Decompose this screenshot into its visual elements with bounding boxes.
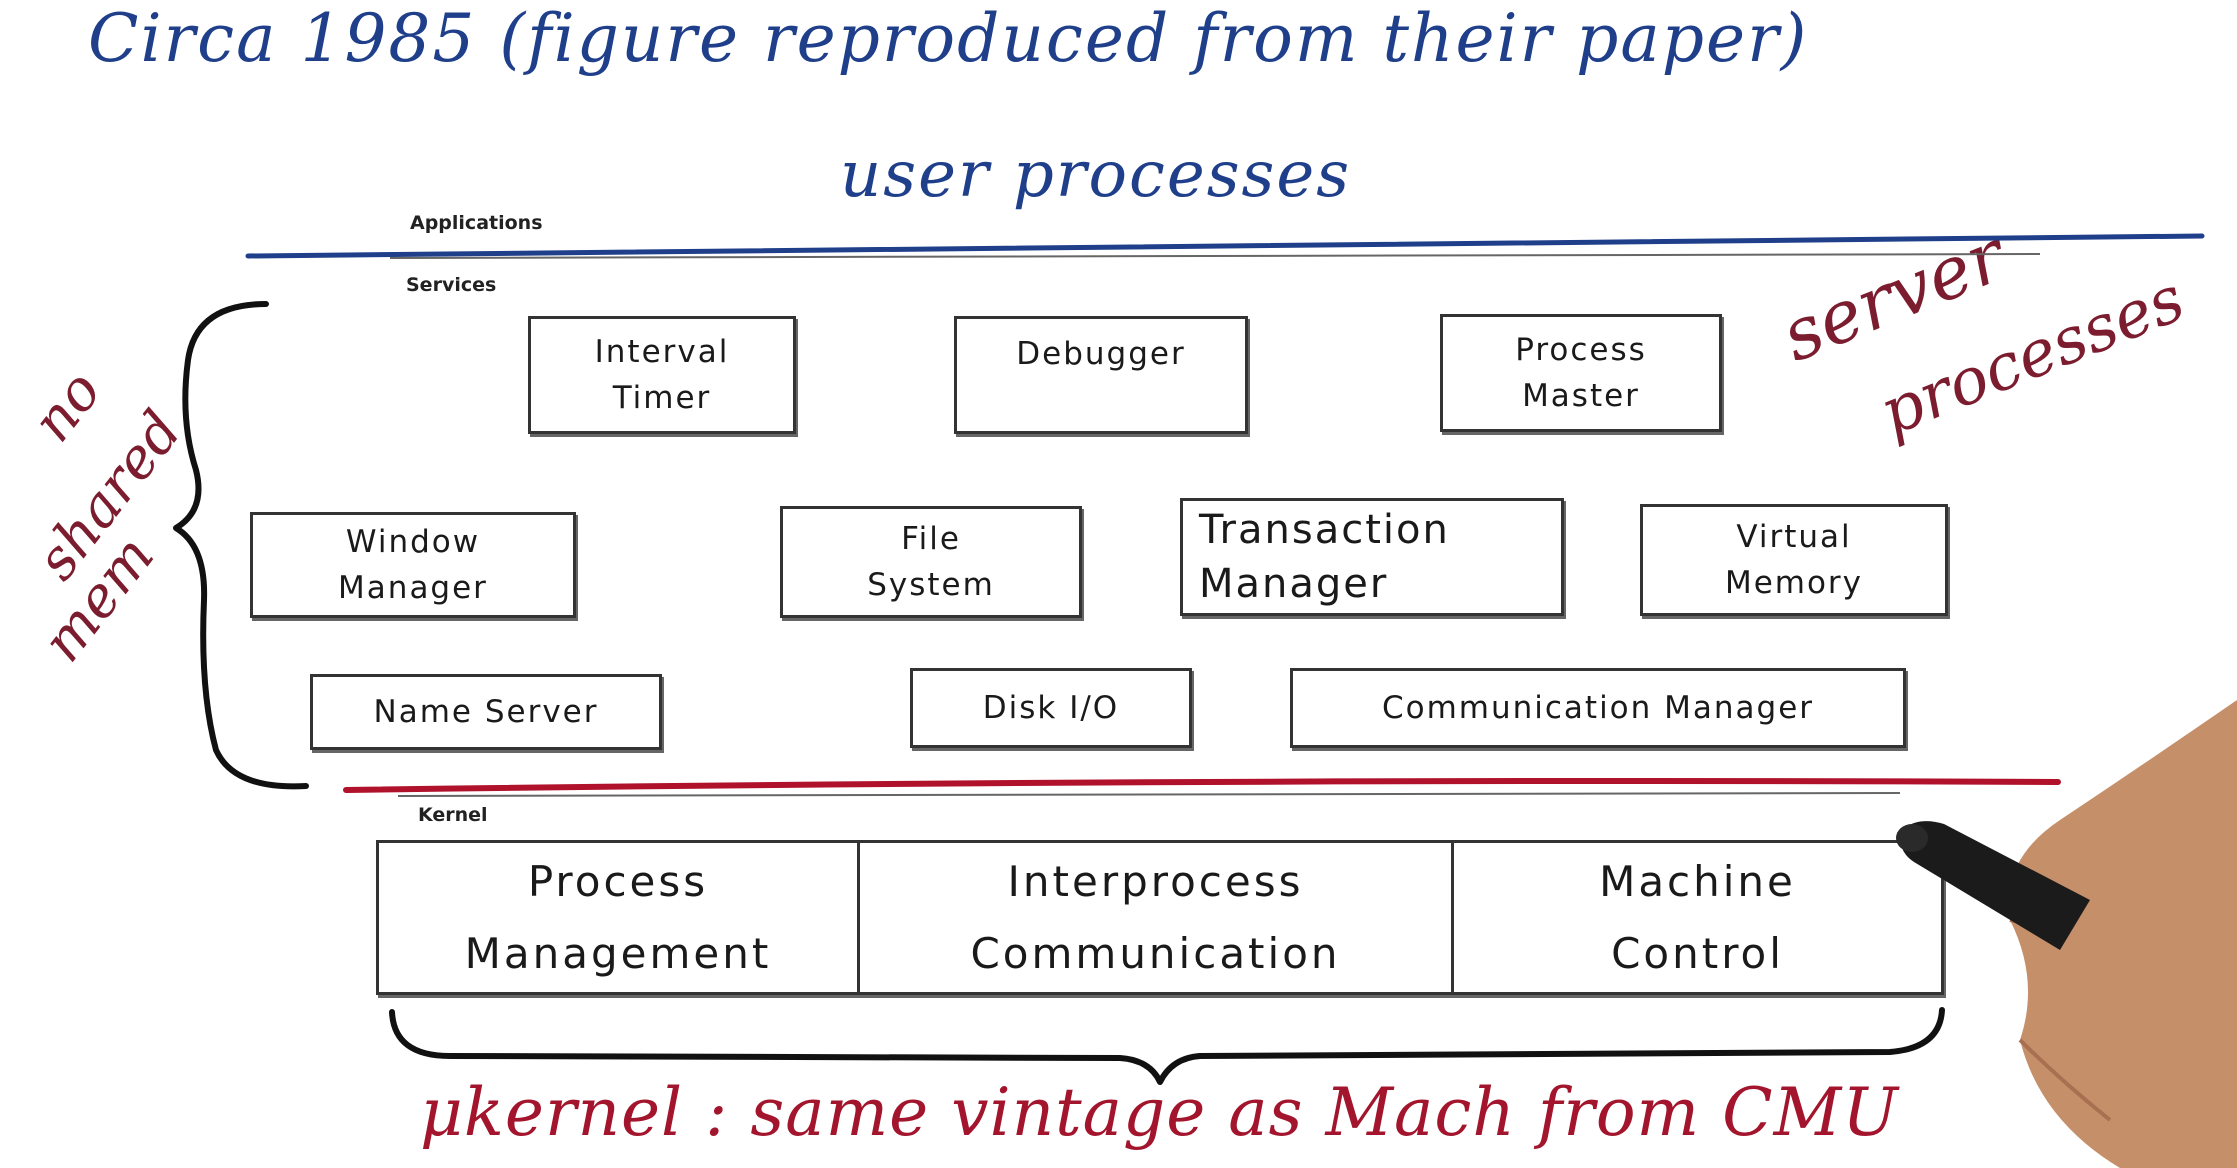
applications-printed-line (389, 253, 2041, 259)
heading-note: Circa 1985 (figure reproduced from their… (88, 0, 1809, 77)
window-manager-line-1: Window (345, 523, 481, 560)
kernel-layer-label: Kernel (418, 804, 488, 826)
interval-timer-box: Interval Timer (528, 316, 796, 434)
kernel-row: Process Management Interprocess Communic… (376, 840, 1944, 995)
window-manager-line-2: Manager (338, 570, 488, 606)
communication-manager-box: Communication Manager (1290, 668, 1906, 748)
interprocess-communication-line-1: Interprocess (1007, 857, 1304, 907)
process-management-cell: Process Management (379, 843, 857, 992)
disk-io-box: Disk I/O (910, 668, 1192, 748)
transaction-manager-line-2: Manager (1199, 561, 1389, 607)
process-master-line-1: Process (1515, 331, 1647, 368)
kernel-brace (389, 1007, 1945, 1085)
process-master-box: Process Master (1440, 314, 1722, 432)
file-system-line-1: File (901, 520, 961, 557)
file-system-box: File System (780, 506, 1082, 618)
services-layer-label: Services (406, 274, 497, 296)
process-master-line-2: Master (1522, 378, 1640, 414)
kernel-printed-line (397, 792, 1901, 797)
kernel-divider-line (343, 778, 2061, 793)
file-system-line-2: System (867, 567, 995, 603)
interprocess-communication-line-2: Communication (970, 928, 1341, 978)
process-management-line-1: Process (527, 857, 709, 907)
machine-control-line-2: Control (1611, 928, 1784, 978)
virtual-memory-box: Virtual Memory (1640, 504, 1948, 616)
transaction-manager-box: Transaction Manager (1180, 498, 1564, 616)
interval-timer-line-2: Timer (612, 380, 712, 416)
machine-control-cell: Machine Control (1451, 843, 1941, 992)
machine-control-line-1: Machine (1599, 857, 1796, 907)
transaction-manager-line-1: Transaction (1199, 507, 1450, 553)
virtual-memory-line-2: Memory (1724, 565, 1864, 601)
name-server-label: Name Server (373, 693, 599, 730)
window-manager-box: Window Manager (250, 512, 576, 618)
virtual-memory-line-1: Virtual (1736, 518, 1852, 555)
interprocess-communication-cell: Interprocess Communication (857, 843, 1451, 992)
applications-layer-label: Applications (410, 212, 543, 234)
debugger-label: Debugger (1016, 336, 1186, 372)
pen-icon (1896, 821, 2090, 950)
disk-io-label: Disk I/O (982, 689, 1120, 726)
services-brace (173, 301, 309, 790)
communication-manager-label: Communication Manager (1381, 689, 1815, 726)
interval-timer-line-1: Interval (594, 333, 730, 370)
user-processes-note: user processes (840, 138, 1352, 212)
applications-divider-line (245, 233, 2205, 259)
name-server-box: Name Server (310, 674, 662, 750)
debugger-box: Debugger (954, 316, 1248, 434)
process-management-line-2: Management (464, 928, 772, 978)
kernel-note: μkernel : same vintage as Mach from CMU (420, 1074, 1899, 1151)
